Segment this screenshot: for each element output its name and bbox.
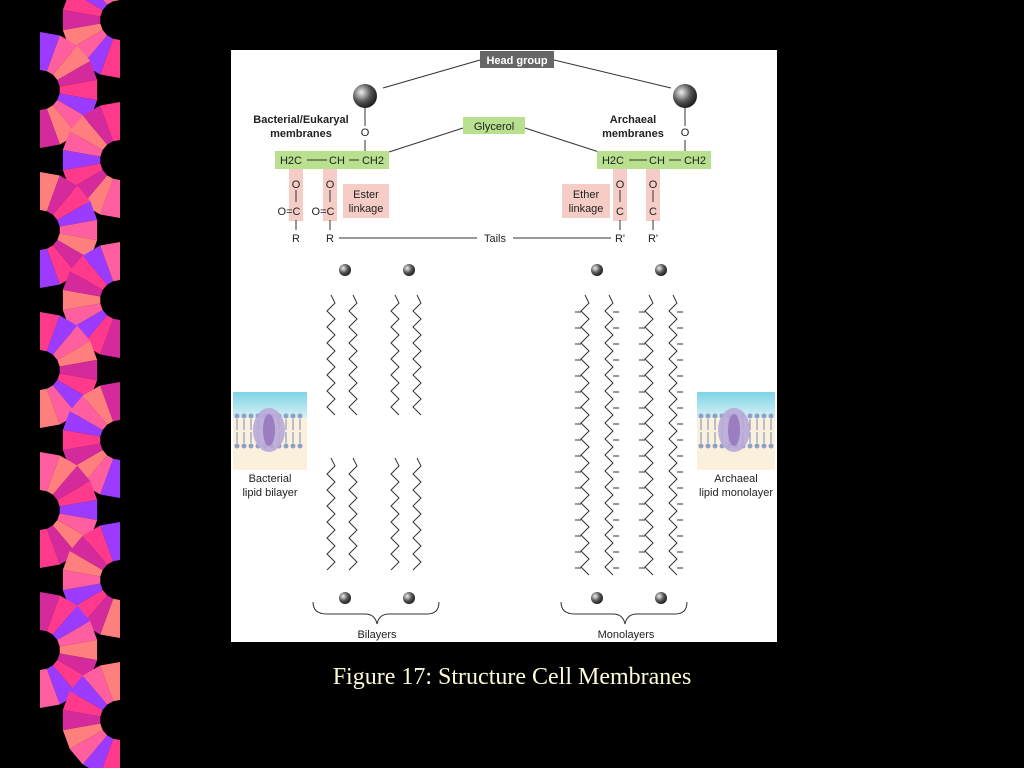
membrane-diagram: Head group Bacterial/Eukaryal membranes … <box>233 51 775 641</box>
svg-text:R': R' <box>615 233 625 245</box>
bacterial-head-ball <box>353 84 377 108</box>
figure-caption: Figure 17: Structure Cell Membranes <box>332 664 692 690</box>
archaeal-monolayer-label: Archaeal <box>714 473 757 485</box>
bacterial-bilayer-label: Bacterial <box>249 473 292 485</box>
svg-text:CH2: CH2 <box>684 155 706 167</box>
monolayers-label: Monolayers <box>598 629 655 641</box>
svg-text:O: O <box>292 179 301 191</box>
archaeal-head-ball <box>673 84 697 108</box>
monolayers-brace <box>560 601 688 625</box>
head-group-label: Head group <box>486 55 547 67</box>
archaeal-title-2: membranes <box>602 128 664 140</box>
svg-text:linkage: linkage <box>569 203 604 215</box>
svg-text:O: O <box>616 179 625 191</box>
svg-text:linkage: linkage <box>349 203 384 215</box>
bilayers-brace <box>312 601 440 625</box>
svg-text:CH2: CH2 <box>362 155 384 167</box>
ester-linkage-label: Ester <box>353 189 379 201</box>
glycerol-box <box>463 117 525 134</box>
svg-text:O=C: O=C <box>278 206 301 218</box>
svg-text:O=C: O=C <box>312 206 335 218</box>
membrane-figure: Head group Bacterial/Eukaryal membranes … <box>231 50 777 642</box>
svg-text:O: O <box>361 127 370 139</box>
svg-text:R: R <box>326 233 334 245</box>
archaeal-monolayer-inset <box>697 392 775 470</box>
svg-text:R: R <box>292 233 300 245</box>
head-group-box <box>480 51 554 68</box>
lipid-chains <box>326 264 683 604</box>
svg-text:lipid monolayer: lipid monolayer <box>699 487 773 499</box>
svg-text:C: C <box>649 206 657 218</box>
ether-linkage-label: Ether <box>573 189 600 201</box>
svg-text:CH: CH <box>329 155 345 167</box>
svg-text:H2C: H2C <box>602 155 624 167</box>
svg-text:C: C <box>616 206 624 218</box>
svg-text:CH: CH <box>649 155 665 167</box>
decorative-ribbon <box>40 0 120 768</box>
archaeal-title: Archaeal <box>610 114 656 126</box>
svg-text:O: O <box>326 179 335 191</box>
svg-text:O: O <box>681 127 690 139</box>
svg-text:R': R' <box>648 233 658 245</box>
bilayers-label: Bilayers <box>357 629 397 641</box>
bacterial-bilayer-inset <box>233 392 307 470</box>
svg-text:H2C: H2C <box>280 155 302 167</box>
bacterial-title: Bacterial/Eukaryal <box>253 114 348 126</box>
glycerol-label: Glycerol <box>474 121 514 133</box>
svg-text:O: O <box>649 179 658 191</box>
svg-text:lipid bilayer: lipid bilayer <box>242 487 297 499</box>
ether-linkage-box <box>562 184 610 218</box>
archaeal-glycerol-backbone <box>597 151 711 169</box>
tails-label: Tails <box>484 233 507 245</box>
ester-linkage-box <box>343 184 389 218</box>
bacterial-title-2: membranes <box>270 128 332 140</box>
bacterial-glycerol-backbone <box>275 151 389 169</box>
